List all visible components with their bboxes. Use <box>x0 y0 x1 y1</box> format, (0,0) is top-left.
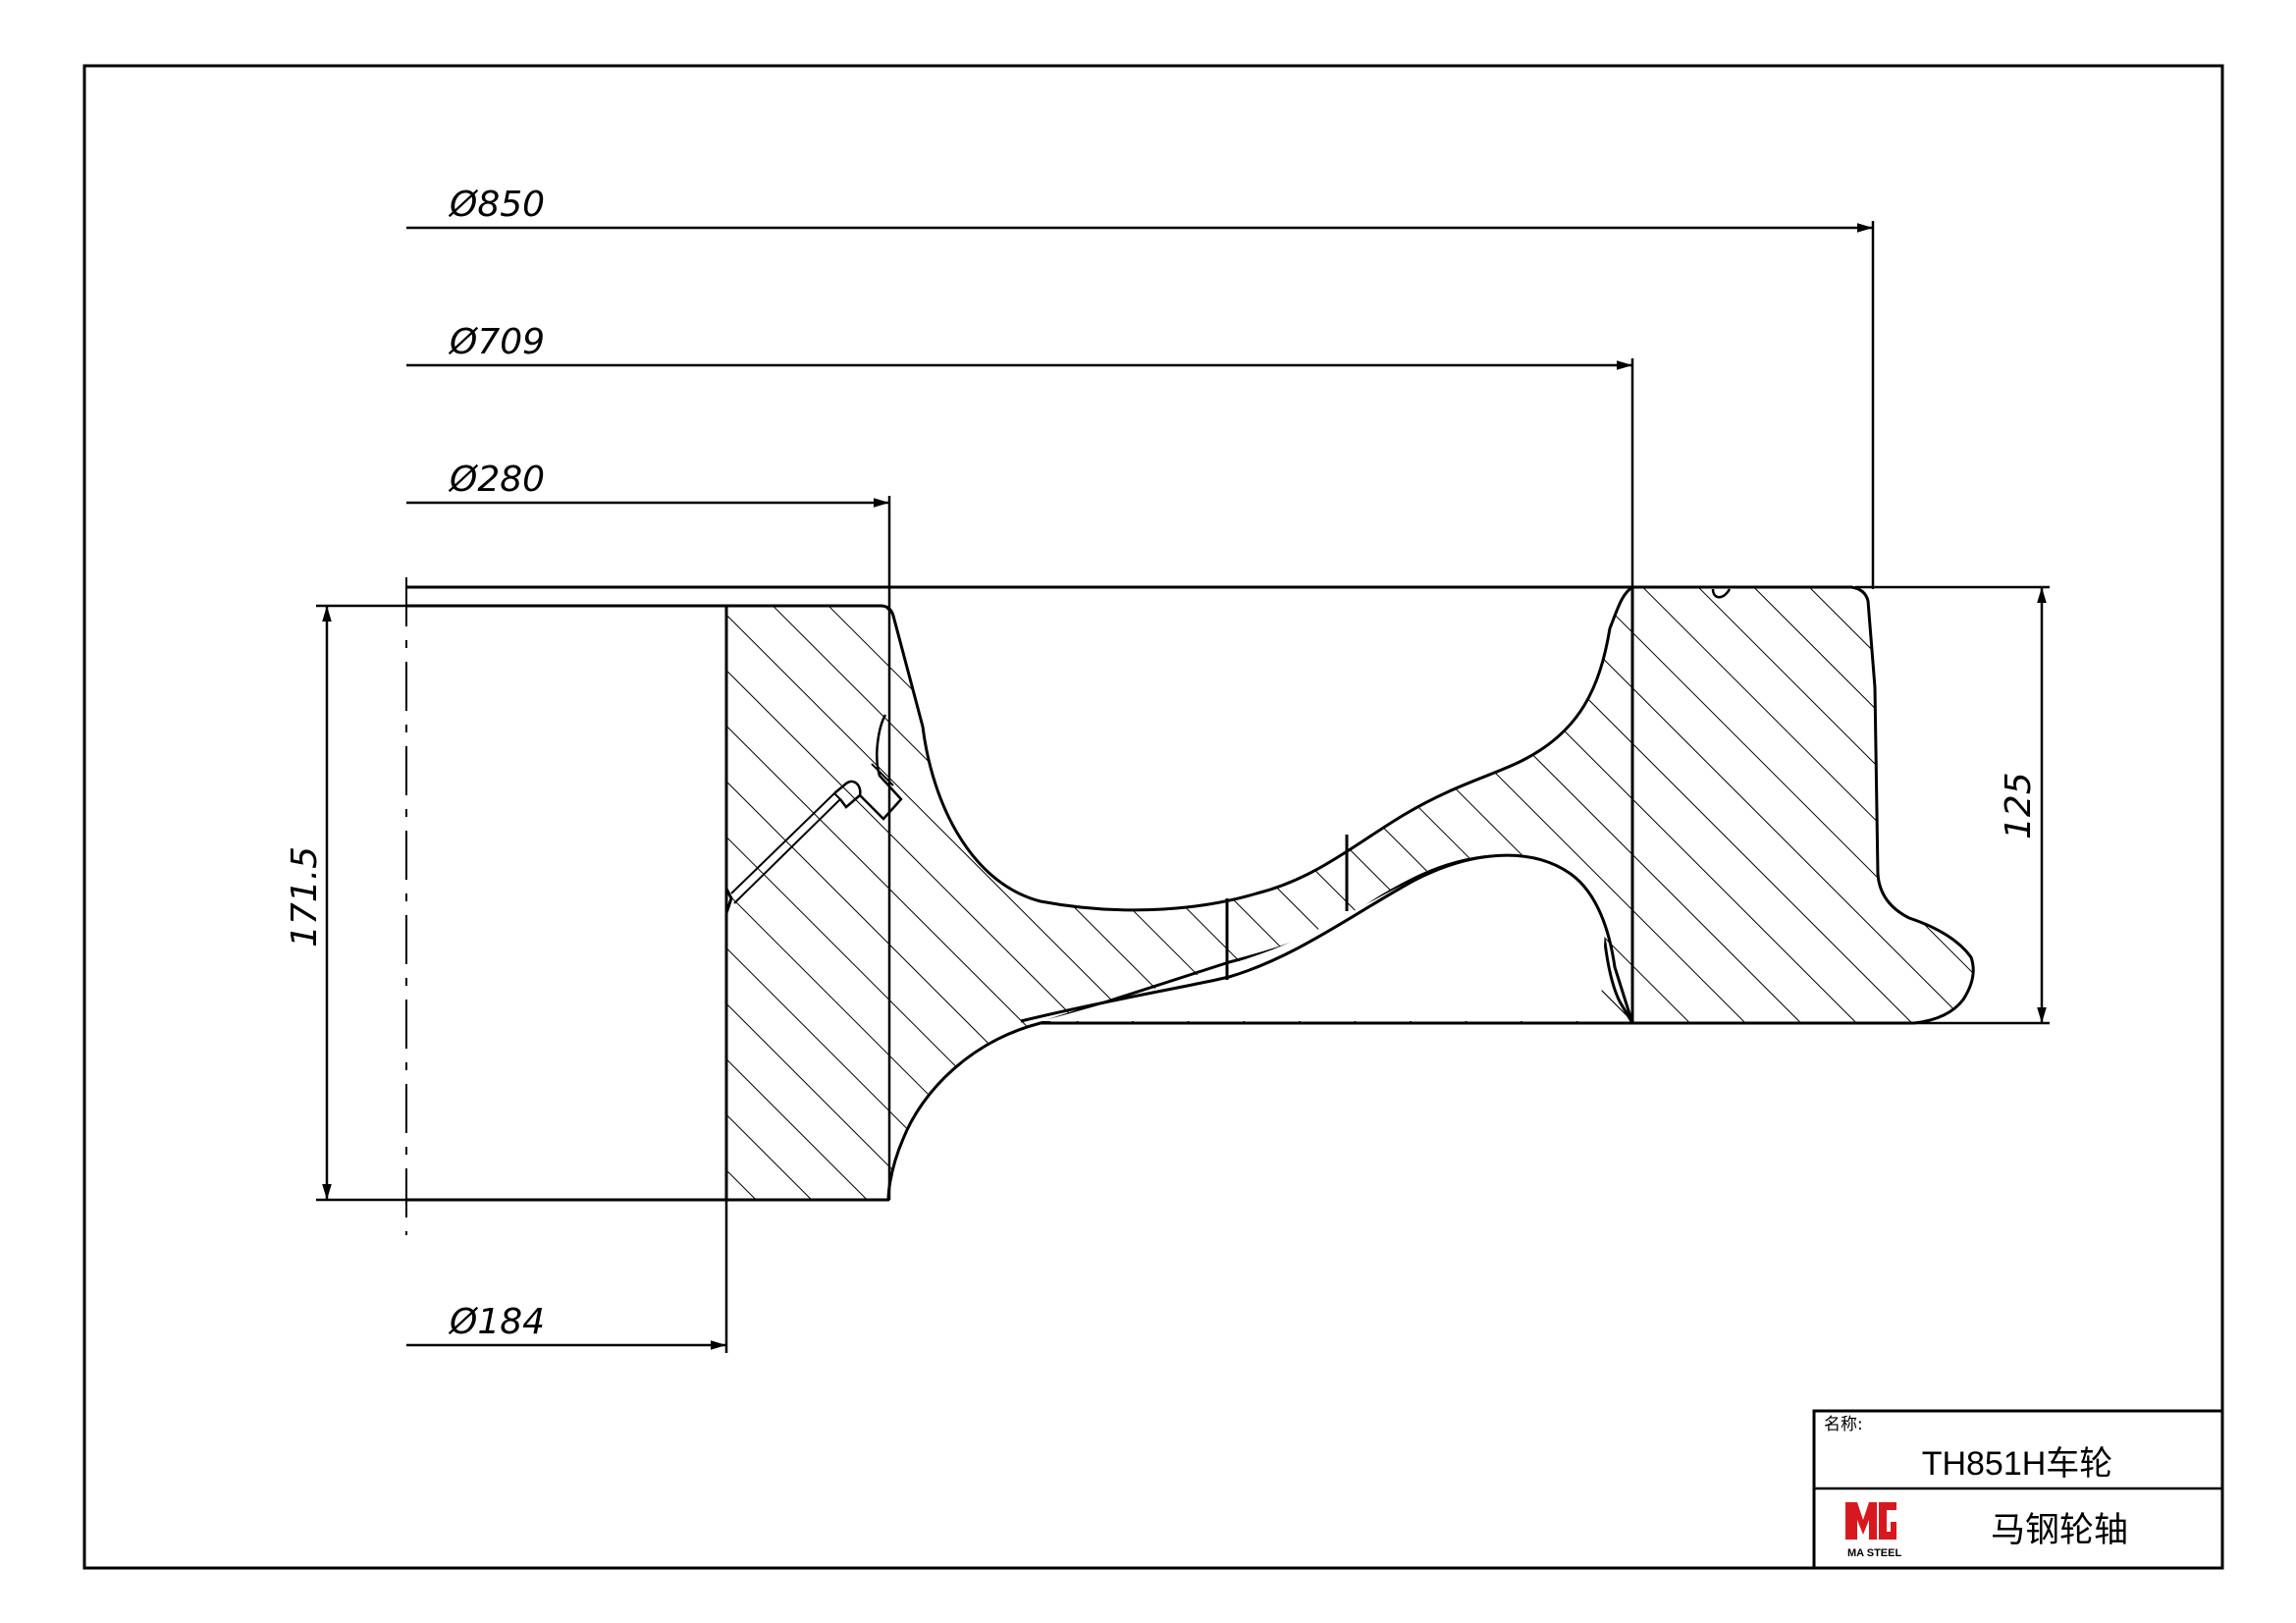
title-company-name: 马钢轮轴 <box>1991 1511 2128 1550</box>
dim-d280: Ø280 <box>448 460 545 500</box>
web-lower-contour <box>1020 853 1634 1024</box>
dim-d850: Ø850 <box>448 185 545 225</box>
masteel-logo: MA STEEL <box>1845 1502 1901 1559</box>
dim-171-5: 171.5 <box>285 846 325 947</box>
dim-d184: Ø184 <box>448 1302 545 1342</box>
rim-mark <box>1711 588 1732 599</box>
title-part-name: TH851H车轮 <box>1922 1445 2113 1483</box>
bore-chamfer <box>724 888 733 914</box>
dim-d709: Ø709 <box>448 322 545 362</box>
title-block: 名称: TH851H车轮 MA STEEL 马钢轮轴 <box>1812 1409 2224 1570</box>
web-relief <box>1041 855 1605 1021</box>
svg-text:MA STEEL: MA STEEL <box>1847 1547 1901 1559</box>
dim-125: 125 <box>1999 772 2039 839</box>
drawing-border <box>82 64 2224 1570</box>
wheel-cross-section <box>405 577 1975 1235</box>
hub-section <box>724 585 1634 1202</box>
title-name-label: 名称: <box>1824 1415 1863 1434</box>
oil-hole <box>730 714 903 904</box>
dimension-lines <box>316 221 2050 1353</box>
